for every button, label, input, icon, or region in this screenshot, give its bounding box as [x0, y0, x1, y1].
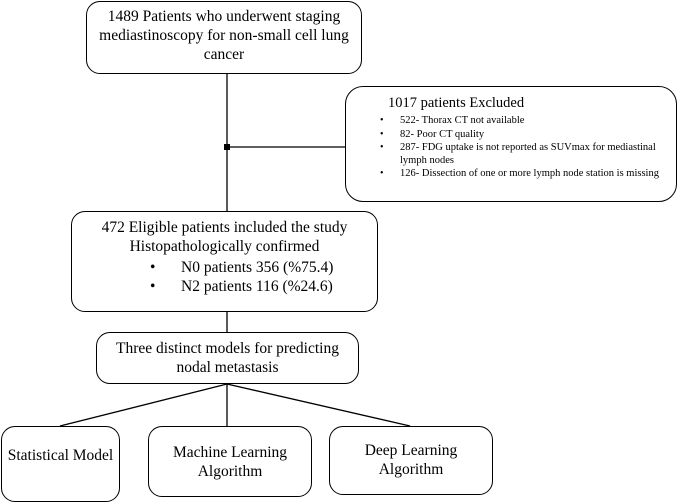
list-item: •82- Poor CT quality	[380, 128, 485, 140]
list-item: •287- FDG uptake is not reported as SUVm…	[380, 142, 656, 166]
list-item: •522- Thorax CT not available	[380, 115, 525, 126]
eligible-count-text: 472 Eligible patients included the study	[101, 219, 348, 236]
bullet: •	[150, 278, 156, 295]
bullet: •	[380, 115, 384, 126]
branch-junction-marker	[224, 144, 230, 150]
list-item: •N2 patients 116 (%24.6)	[150, 278, 333, 295]
models-text: Three distinct models for predicting nod…	[116, 340, 339, 376]
eligible-patients-box: 472 Eligible patients included the study…	[71, 211, 378, 312]
bullet: •	[380, 168, 384, 179]
machine-learning-box: Machine Learning Algorithm	[148, 426, 312, 497]
initial-cohort-box: 1489 Patients who underwent staging medi…	[86, 1, 362, 74]
list-item: •N0 patients 356 (%75.4)	[150, 259, 334, 276]
connector-to-deep-learning	[226, 383, 411, 427]
deep-learning-box: Deep Learning Algorithm	[329, 426, 493, 495]
initial-cohort-text: 1489 Patients who underwent staging medi…	[99, 8, 349, 63]
list-item: •126- Dissection of one or more lymph no…	[380, 168, 659, 179]
statistical-model-text: Statistical Model	[7, 447, 114, 464]
models-box: Three distinct models for predicting nod…	[96, 332, 359, 384]
bullet: •	[380, 142, 384, 153]
statistical-model-box: Statistical Model	[1, 426, 120, 502]
machine-learning-text: Machine Learning Algorithm	[172, 444, 288, 480]
connector-to-statistical	[59, 383, 228, 427]
histopathology-text: Histopathologically confirmed	[129, 238, 320, 255]
deep-learning-text: Deep Learning Algorithm	[364, 442, 458, 478]
excluded-patients-box: 1017 patients Excluded •522- Thorax CT n…	[345, 86, 677, 202]
excluded-title: 1017 patients Excluded	[388, 95, 525, 111]
bullet: •	[380, 128, 384, 140]
exclusion-reasons-list: •522- Thorax CT not available •82- Poor …	[380, 115, 666, 181]
bullet: •	[150, 259, 156, 276]
nodal-status-list: •N0 patients 356 (%75.4) •N2 patients 11…	[78, 258, 371, 296]
